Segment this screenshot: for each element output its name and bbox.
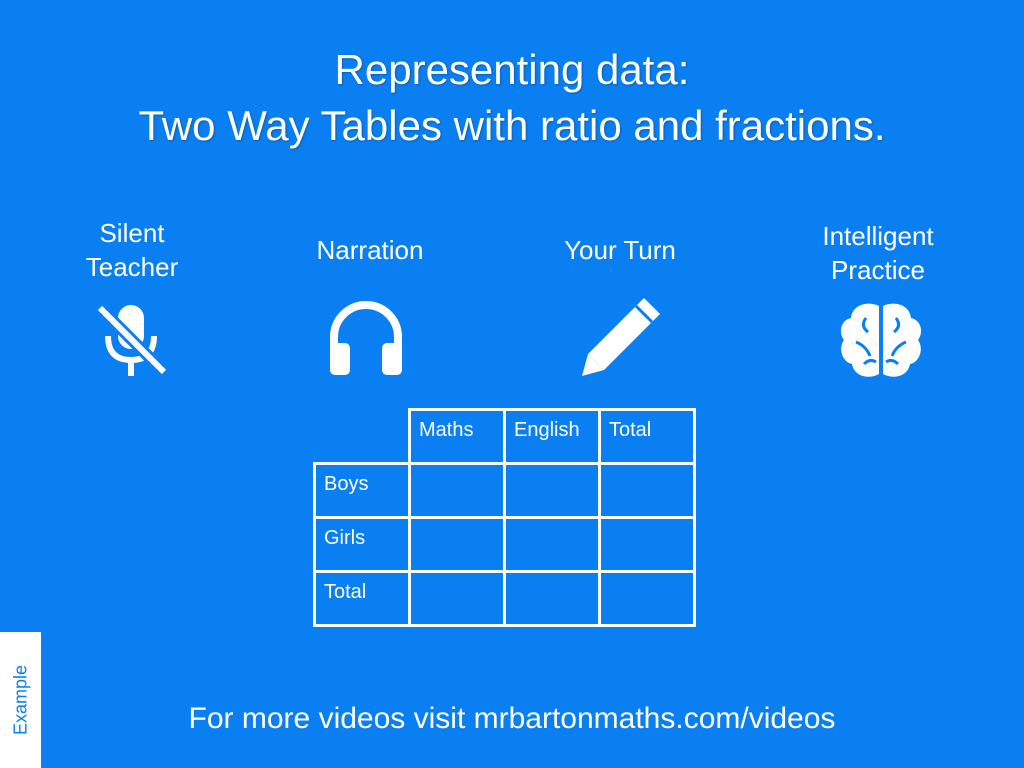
table-cell[interactable] (503, 462, 601, 519)
table-cell[interactable] (408, 462, 506, 519)
table-row: Total (313, 570, 696, 627)
title-line-2: Two Way Tables with ratio and fractions. (138, 102, 886, 149)
mode-label-line2: Teacher (85, 252, 179, 282)
column-header: Maths (408, 408, 506, 465)
mode-label-line1: Intelligent (822, 221, 934, 251)
footer-link[interactable]: mrbartonmaths.com/videos (473, 702, 836, 735)
table-cell[interactable] (408, 570, 506, 627)
row-header: Girls (313, 516, 411, 573)
table-cell[interactable] (503, 570, 601, 627)
table-cell[interactable] (598, 462, 696, 519)
example-side-tab[interactable]: Example (0, 632, 41, 768)
mode-label-line1: Your Turn (564, 235, 676, 265)
two-way-table: Maths English Total Boys Girls Total (313, 408, 696, 627)
pencil-icon (578, 296, 662, 380)
table-header-row: Maths English Total (315, 408, 696, 465)
row-header: Total (313, 570, 411, 627)
column-header: English (503, 408, 601, 465)
mode-label-line1: Silent (99, 218, 165, 248)
table-cell[interactable] (408, 516, 506, 573)
brain-icon (836, 298, 926, 382)
table-cell[interactable] (598, 570, 696, 627)
table-cell[interactable] (598, 516, 696, 573)
title-line-1: Representing data: (334, 46, 690, 93)
table-cell[interactable] (503, 516, 601, 573)
muted-microphone-icon (92, 300, 172, 380)
mode-silent-teacher[interactable]: Silent Teacher (62, 216, 202, 284)
headphones-icon (325, 295, 407, 379)
mode-label-line1: Narration (316, 235, 424, 265)
column-header: Total (598, 408, 696, 465)
row-header: Boys (313, 462, 411, 519)
mode-label-line2: Practice (831, 255, 925, 285)
mode-your-turn[interactable]: Your Turn (540, 233, 700, 267)
footer: For more videos visit mrbartonmaths.com/… (0, 702, 1024, 736)
mode-narration[interactable]: Narration (290, 233, 450, 267)
table-row: Girls (313, 516, 696, 573)
page-title: Representing data: Two Way Tables with r… (0, 42, 1024, 154)
mode-intelligent-practice[interactable]: Intelligent Practice (798, 219, 958, 287)
footer-text: For more videos visit (188, 702, 474, 735)
table-corner-cell (315, 410, 410, 464)
table-row: Boys (313, 462, 696, 519)
